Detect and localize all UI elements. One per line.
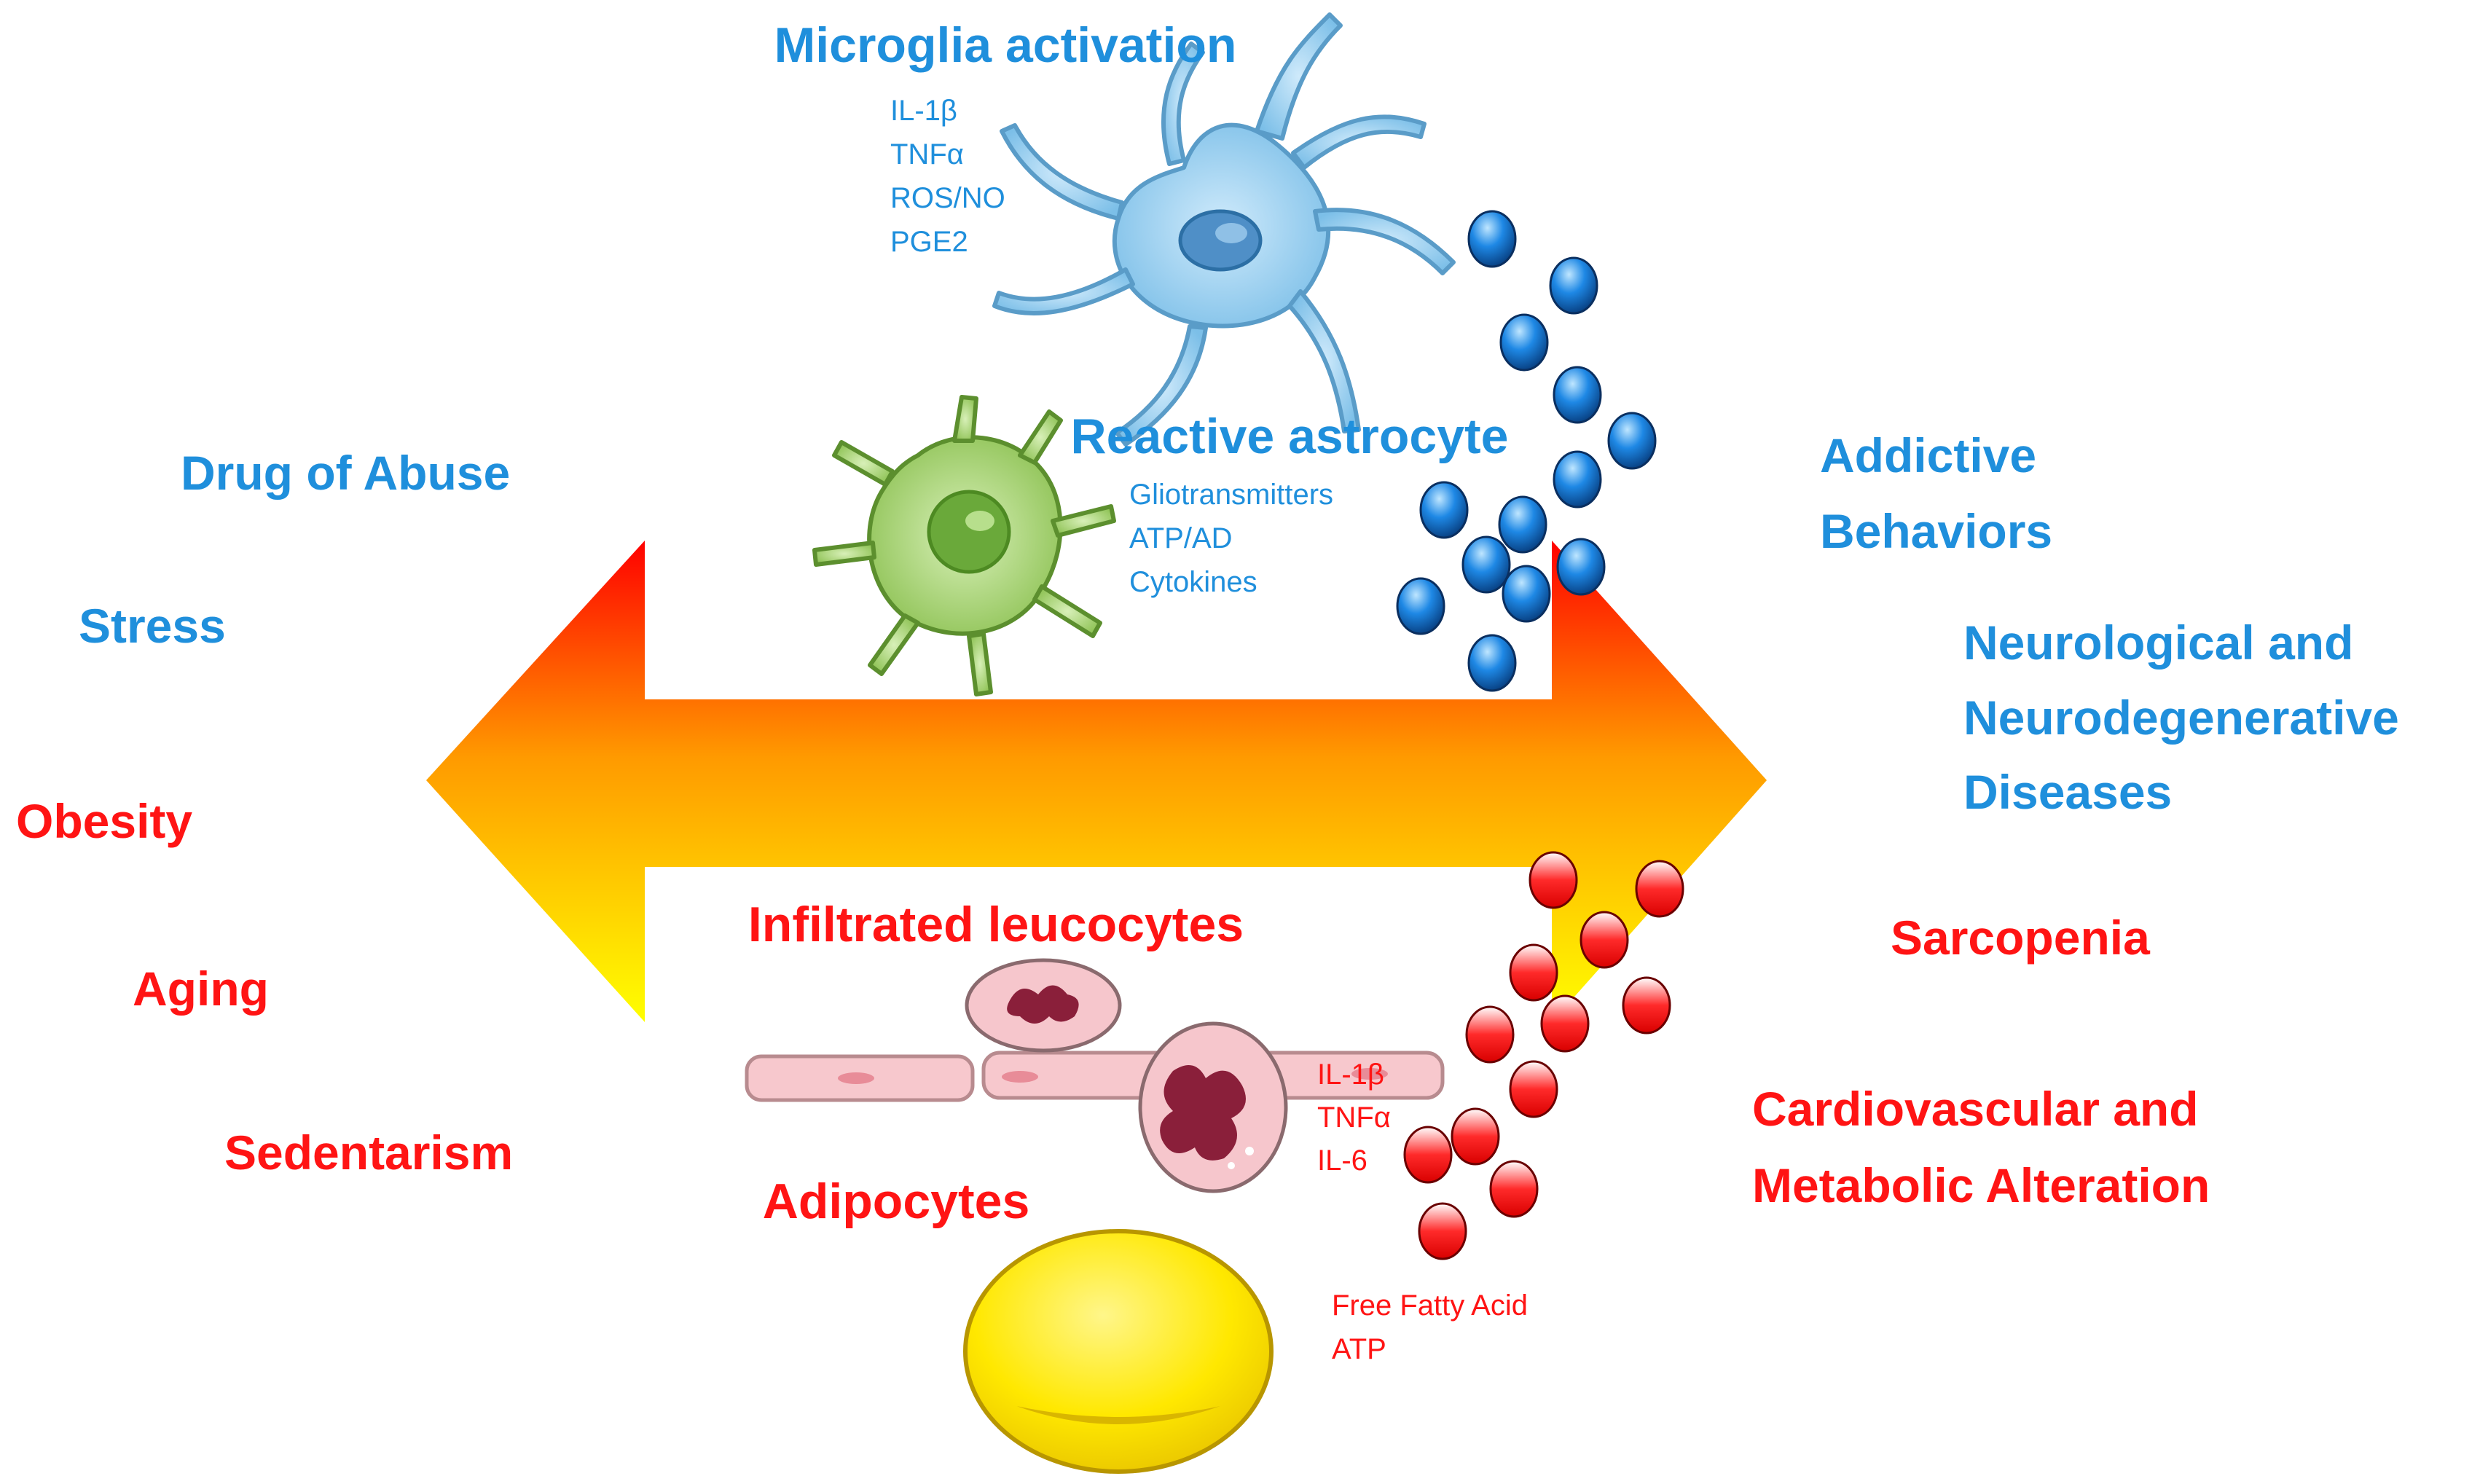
red-bead-icon xyxy=(1622,976,1671,1035)
microglia-factor: PGE2 xyxy=(890,226,968,258)
blue-bead-icon xyxy=(1499,313,1549,372)
adipocyte-factor: Free Fatty Acid xyxy=(1332,1289,1528,1322)
outcome-sarcopenia: Sarcopenia xyxy=(1891,911,2151,965)
leucocyte-factor: IL-1β xyxy=(1317,1059,1384,1091)
outcome-addictive: Behaviors xyxy=(1820,504,2052,558)
adipocyte-icon xyxy=(963,1229,1274,1474)
red-bead-icon xyxy=(1418,1202,1467,1260)
cause-obesity: Obesity xyxy=(16,794,192,848)
leucocyte-icon xyxy=(965,958,1122,1053)
cause-aging: Aging xyxy=(133,962,269,1016)
microglia-factor: ROS/NO xyxy=(890,182,1005,214)
blue-bead-icon xyxy=(1607,412,1657,470)
red-bead-icon xyxy=(1509,943,1558,1002)
red-bead-icon xyxy=(1465,1005,1515,1064)
red-bead-icon xyxy=(1451,1107,1500,1166)
outcome-addictive: Addictive xyxy=(1820,428,2036,482)
microglia-factor: IL-1β xyxy=(890,95,957,127)
blue-bead-icon xyxy=(1396,577,1445,635)
outcome-neurological: Neurodegenerative xyxy=(1963,691,2399,745)
outcome-neurological: Diseases xyxy=(1963,765,2172,819)
leucocyte-factor: TNFα xyxy=(1317,1102,1391,1134)
blue-bead-icon xyxy=(1556,538,1606,596)
blue-bead-icon xyxy=(1553,366,1602,424)
red-bead-icon xyxy=(1489,1160,1539,1218)
astrocyte-factor: Cytokines xyxy=(1129,566,1257,598)
outcome-cardio: Metabolic Alteration xyxy=(1752,1158,2210,1212)
blue-bead-icon xyxy=(1549,256,1598,315)
blue-bead-icon xyxy=(1419,481,1469,539)
blue-bead-icon xyxy=(1461,535,1511,594)
red-bead-icon xyxy=(1529,851,1578,909)
blue-bead-icon xyxy=(1467,210,1517,268)
leucocyte-icon xyxy=(1138,1021,1288,1193)
red-bead-icon xyxy=(1540,994,1590,1053)
leucocyte-factor: IL-6 xyxy=(1317,1145,1367,1177)
outcome-cardio: Cardiovascular and xyxy=(1752,1082,2199,1136)
microglia-title: Microglia activation xyxy=(774,17,1237,73)
blue-bead-icon xyxy=(1553,450,1602,509)
astrocyte-factor: Gliotransmitters xyxy=(1129,479,1333,511)
blue-bead-icon xyxy=(1502,565,1551,623)
cause-stress: Stress xyxy=(79,599,226,653)
microglia-cell-icon xyxy=(992,12,1456,447)
adipocyte-factor: ATP xyxy=(1332,1333,1386,1365)
leucocytes-title: Infiltrated leucocytes xyxy=(748,897,1244,952)
red-bead-icon xyxy=(1509,1060,1558,1118)
cause-drug-of-abuse: Drug of Abuse xyxy=(181,446,510,500)
blue-bead-group xyxy=(1396,210,1657,692)
astrocyte-title: Reactive astrocyte xyxy=(1070,409,1508,464)
outcome-neurological: Neurological and xyxy=(1963,616,2353,670)
double-arrow-icon xyxy=(426,541,1767,1022)
cause-sedentarism: Sedentarism xyxy=(224,1126,513,1179)
microglia-factor: TNFα xyxy=(890,138,964,170)
blue-bead-icon xyxy=(1467,634,1517,692)
red-bead-icon xyxy=(1635,860,1684,918)
red-bead-icon xyxy=(1403,1126,1453,1184)
blue-bead-icon xyxy=(1498,495,1547,554)
astrocyte-cell-icon xyxy=(812,395,1116,696)
red-bead-icon xyxy=(1580,911,1629,969)
red-bead-group xyxy=(1403,851,1684,1260)
adipocytes-title: Adipocytes xyxy=(763,1174,1030,1229)
astrocyte-factor: ATP/AD xyxy=(1129,522,1233,554)
